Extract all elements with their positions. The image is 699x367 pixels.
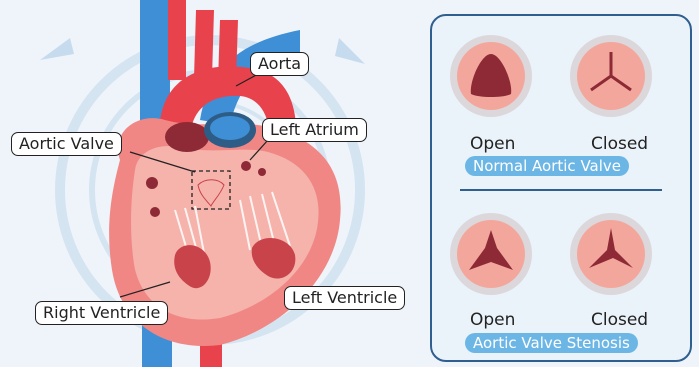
label-aorta: Aorta xyxy=(250,52,309,76)
stenosis-open-caption: Open xyxy=(470,310,515,330)
stenosis-valve-closed-icon xyxy=(570,213,652,295)
normal-closed-caption: Closed xyxy=(591,134,648,154)
aorta-branch-1 xyxy=(168,0,186,80)
normal-valve-open-icon xyxy=(450,35,532,117)
stenosis-closed-caption: Closed xyxy=(591,310,648,330)
aorta-branch-2 xyxy=(194,10,214,78)
label-left-atrium: Left Atrium xyxy=(262,118,367,142)
label-right-ventricle: Right Ventricle xyxy=(35,301,168,325)
pulmonary-opening xyxy=(165,122,209,152)
normal-valve-closed-icon xyxy=(570,35,652,117)
normal-valve-title: Normal Aortic Valve xyxy=(465,156,629,176)
arrow-left-icon xyxy=(40,38,74,60)
label-aortic-valve: Aortic Valve xyxy=(11,132,122,156)
arrow-right-icon xyxy=(335,38,365,64)
normal-open-caption: Open xyxy=(470,134,515,154)
label-left-ventricle: Left Ventricle xyxy=(284,286,405,310)
aorta-opening-inner xyxy=(210,116,250,140)
stenosis-valve-open-icon xyxy=(450,213,532,295)
stenosis-valve-title: Aortic Valve Stenosis xyxy=(465,333,638,353)
